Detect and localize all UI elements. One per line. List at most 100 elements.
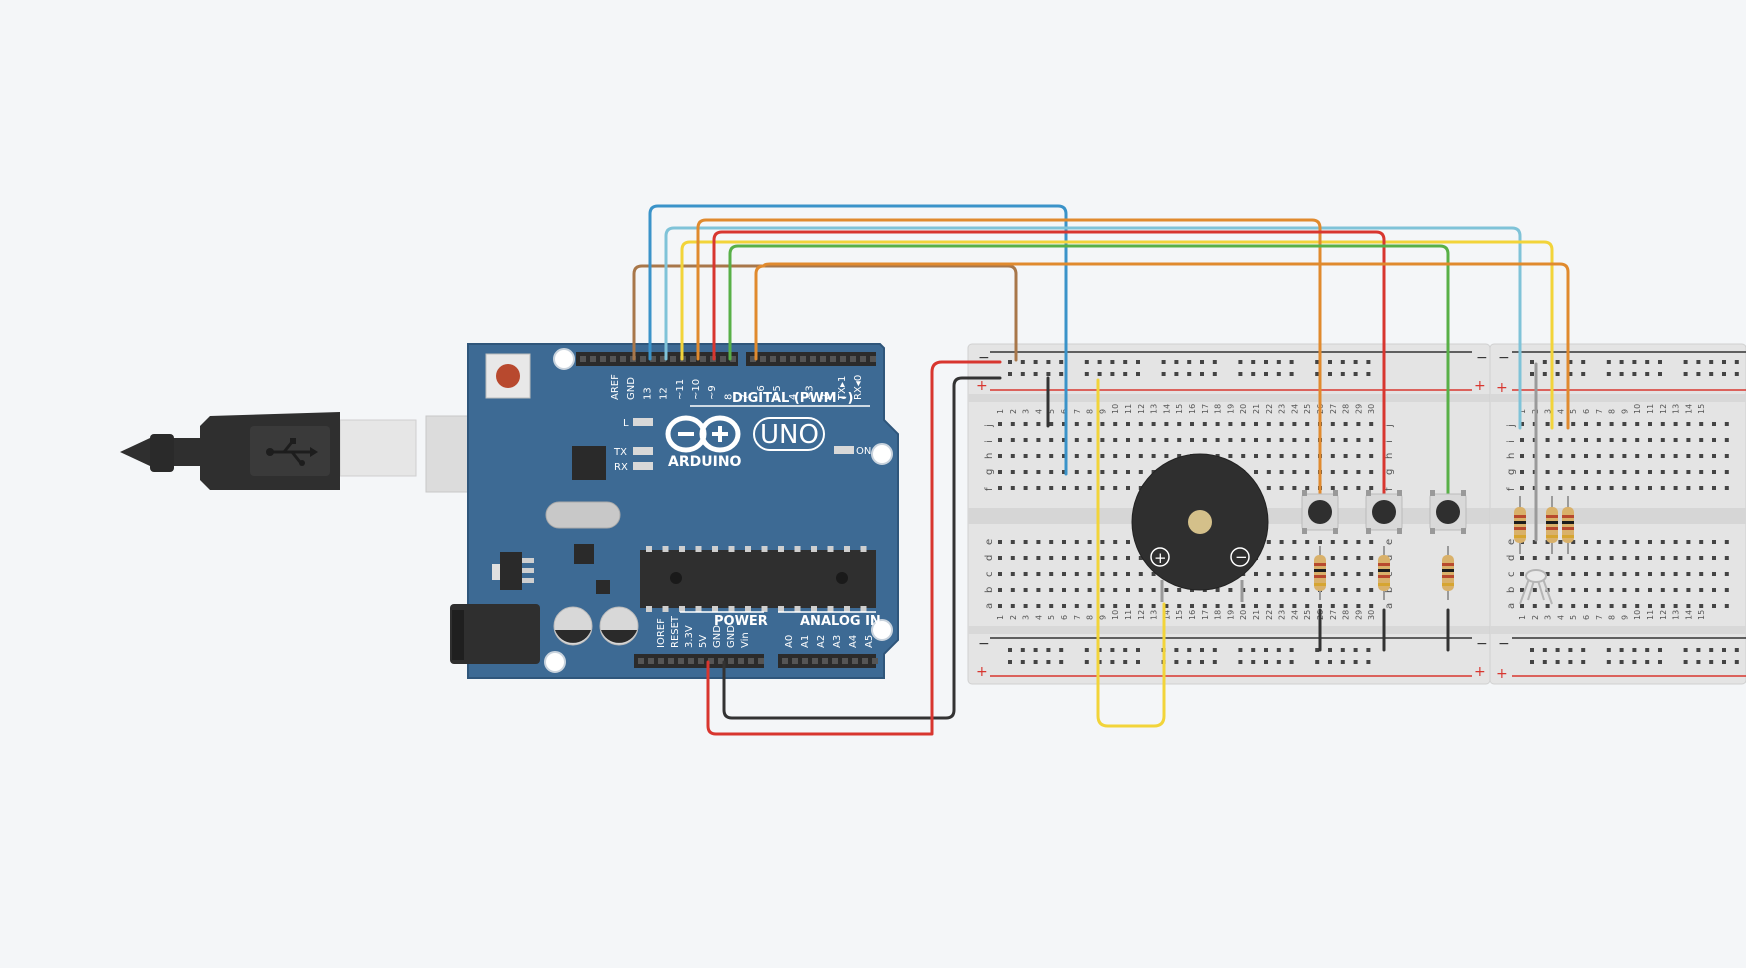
column-label: 11: [1124, 610, 1133, 620]
rail-plus-bottom-2: +: [1496, 666, 1508, 682]
pin-label: A5: [864, 635, 875, 648]
column-label: 10: [1111, 610, 1120, 620]
column-label: 30: [1367, 610, 1376, 620]
row-label: d: [1506, 555, 1517, 561]
column-label: 2: [1531, 615, 1540, 620]
rail-plus-top: +: [976, 378, 988, 394]
analog-label: ANALOG IN: [800, 614, 881, 629]
row-label: b: [984, 587, 995, 593]
column-label: 1: [996, 409, 1005, 414]
resistor: [1378, 546, 1390, 600]
brand-label: ARDUINO: [668, 454, 742, 470]
wire-blue[interactable]: [648, 204, 1068, 476]
column-label: 17: [1201, 610, 1210, 620]
pin-label: ~9: [707, 385, 718, 400]
rgb-led[interactable]: [1519, 569, 1553, 605]
row-label: b: [1506, 587, 1517, 593]
row-label: f: [1506, 487, 1517, 491]
row-label: c: [1506, 572, 1517, 578]
status-leds: L TX RX ON: [613, 418, 871, 473]
column-label: 2: [1009, 615, 1018, 620]
column-label: 1: [996, 615, 1005, 620]
row-label: f: [1384, 487, 1395, 491]
wire-orange-2[interactable]: [754, 262, 1570, 430]
row-label: i: [1506, 440, 1517, 443]
pin-label: ~3: [804, 385, 815, 400]
rail-minus-top: −: [978, 350, 990, 366]
resistor: [1562, 496, 1574, 554]
column-label: 6: [1060, 615, 1069, 620]
row-label: d: [984, 555, 995, 561]
column-label: 12: [1137, 404, 1146, 414]
column-label: 4: [1556, 409, 1565, 414]
pin-label: A0: [784, 635, 795, 648]
column-label: 5: [1047, 615, 1056, 620]
wire-yellow-2[interactable]: [680, 240, 1554, 430]
pin-label: GND: [626, 377, 637, 400]
rail-plus-bottom: +: [976, 664, 988, 680]
column-label: 21: [1252, 404, 1261, 414]
column-label: 11: [1646, 610, 1655, 620]
piezo-buzzer[interactable]: + −: [1131, 453, 1269, 602]
column-label: 9: [1620, 409, 1629, 414]
wires[interactable]: [632, 204, 1570, 736]
atmega-chip: [640, 546, 876, 612]
column-label: 17: [1201, 404, 1210, 414]
rail-minus-top-right: −: [1476, 350, 1488, 366]
pin-label: AREF: [610, 374, 621, 400]
column-label: 29: [1354, 610, 1363, 620]
column-label: 24: [1290, 610, 1299, 620]
column-label: 7: [1073, 409, 1082, 414]
column-label: 22: [1265, 404, 1274, 414]
row-label: e: [1506, 539, 1517, 545]
column-label: 15: [1175, 404, 1184, 414]
column-label: 16: [1188, 610, 1197, 620]
column-label: 8: [1608, 615, 1617, 620]
reset-button[interactable]: [485, 353, 531, 399]
wire-lightblue[interactable]: [664, 226, 1522, 430]
pushbutton-3[interactable]: [1429, 490, 1467, 534]
pin-label: A4: [848, 635, 859, 648]
pushbutton-2[interactable]: [1365, 490, 1403, 534]
pushbutton-1[interactable]: [1301, 490, 1339, 534]
column-label: 5: [1569, 615, 1578, 620]
wire-red-5v[interactable]: [706, 360, 1002, 736]
wire-brown[interactable]: [632, 264, 1018, 362]
digital-label: DIGITAL (PWM~): [732, 391, 853, 406]
row-label: f: [984, 487, 995, 491]
wire-green[interactable]: [728, 244, 1450, 496]
pin-label: Vin: [740, 632, 751, 648]
wire-orange-1[interactable]: [696, 218, 1322, 496]
buzzer-plus: +: [1154, 549, 1167, 567]
column-label: 10: [1111, 404, 1120, 414]
column-label: 16: [1188, 404, 1197, 414]
pin-label: 8: [723, 394, 734, 400]
column-label: 3: [1022, 615, 1031, 620]
row-label: a: [984, 603, 995, 609]
breadboard-second[interactable]: − + − + 11223344556677889910101111121213…: [1489, 343, 1746, 685]
led-l-label: L: [623, 418, 629, 429]
wire-black-gnd[interactable]: [722, 376, 1002, 720]
crystal: [545, 501, 621, 529]
row-label: i: [1384, 440, 1395, 443]
column-label: 3: [1544, 615, 1553, 620]
pushbuttons[interactable]: [1301, 490, 1467, 534]
wire-yellow-1[interactable]: [1096, 378, 1166, 728]
pin-label: TX▸1: [837, 376, 848, 401]
row-label: e: [1384, 539, 1395, 545]
pin-label: RX◂0: [853, 375, 864, 400]
column-label: 18: [1214, 610, 1223, 620]
column-label: 30: [1367, 404, 1376, 414]
pin-label: A2: [816, 635, 827, 648]
column-label: 14: [1684, 610, 1693, 620]
column-label: 5: [1569, 409, 1578, 414]
rail-minus-bottom-2: −: [1498, 636, 1510, 652]
column-label: 7: [1595, 409, 1604, 414]
column-label: 7: [1595, 615, 1604, 620]
pin-label: IOREF: [656, 618, 667, 648]
wire-red-1[interactable]: [712, 230, 1386, 496]
column-label: 8: [1086, 409, 1095, 414]
